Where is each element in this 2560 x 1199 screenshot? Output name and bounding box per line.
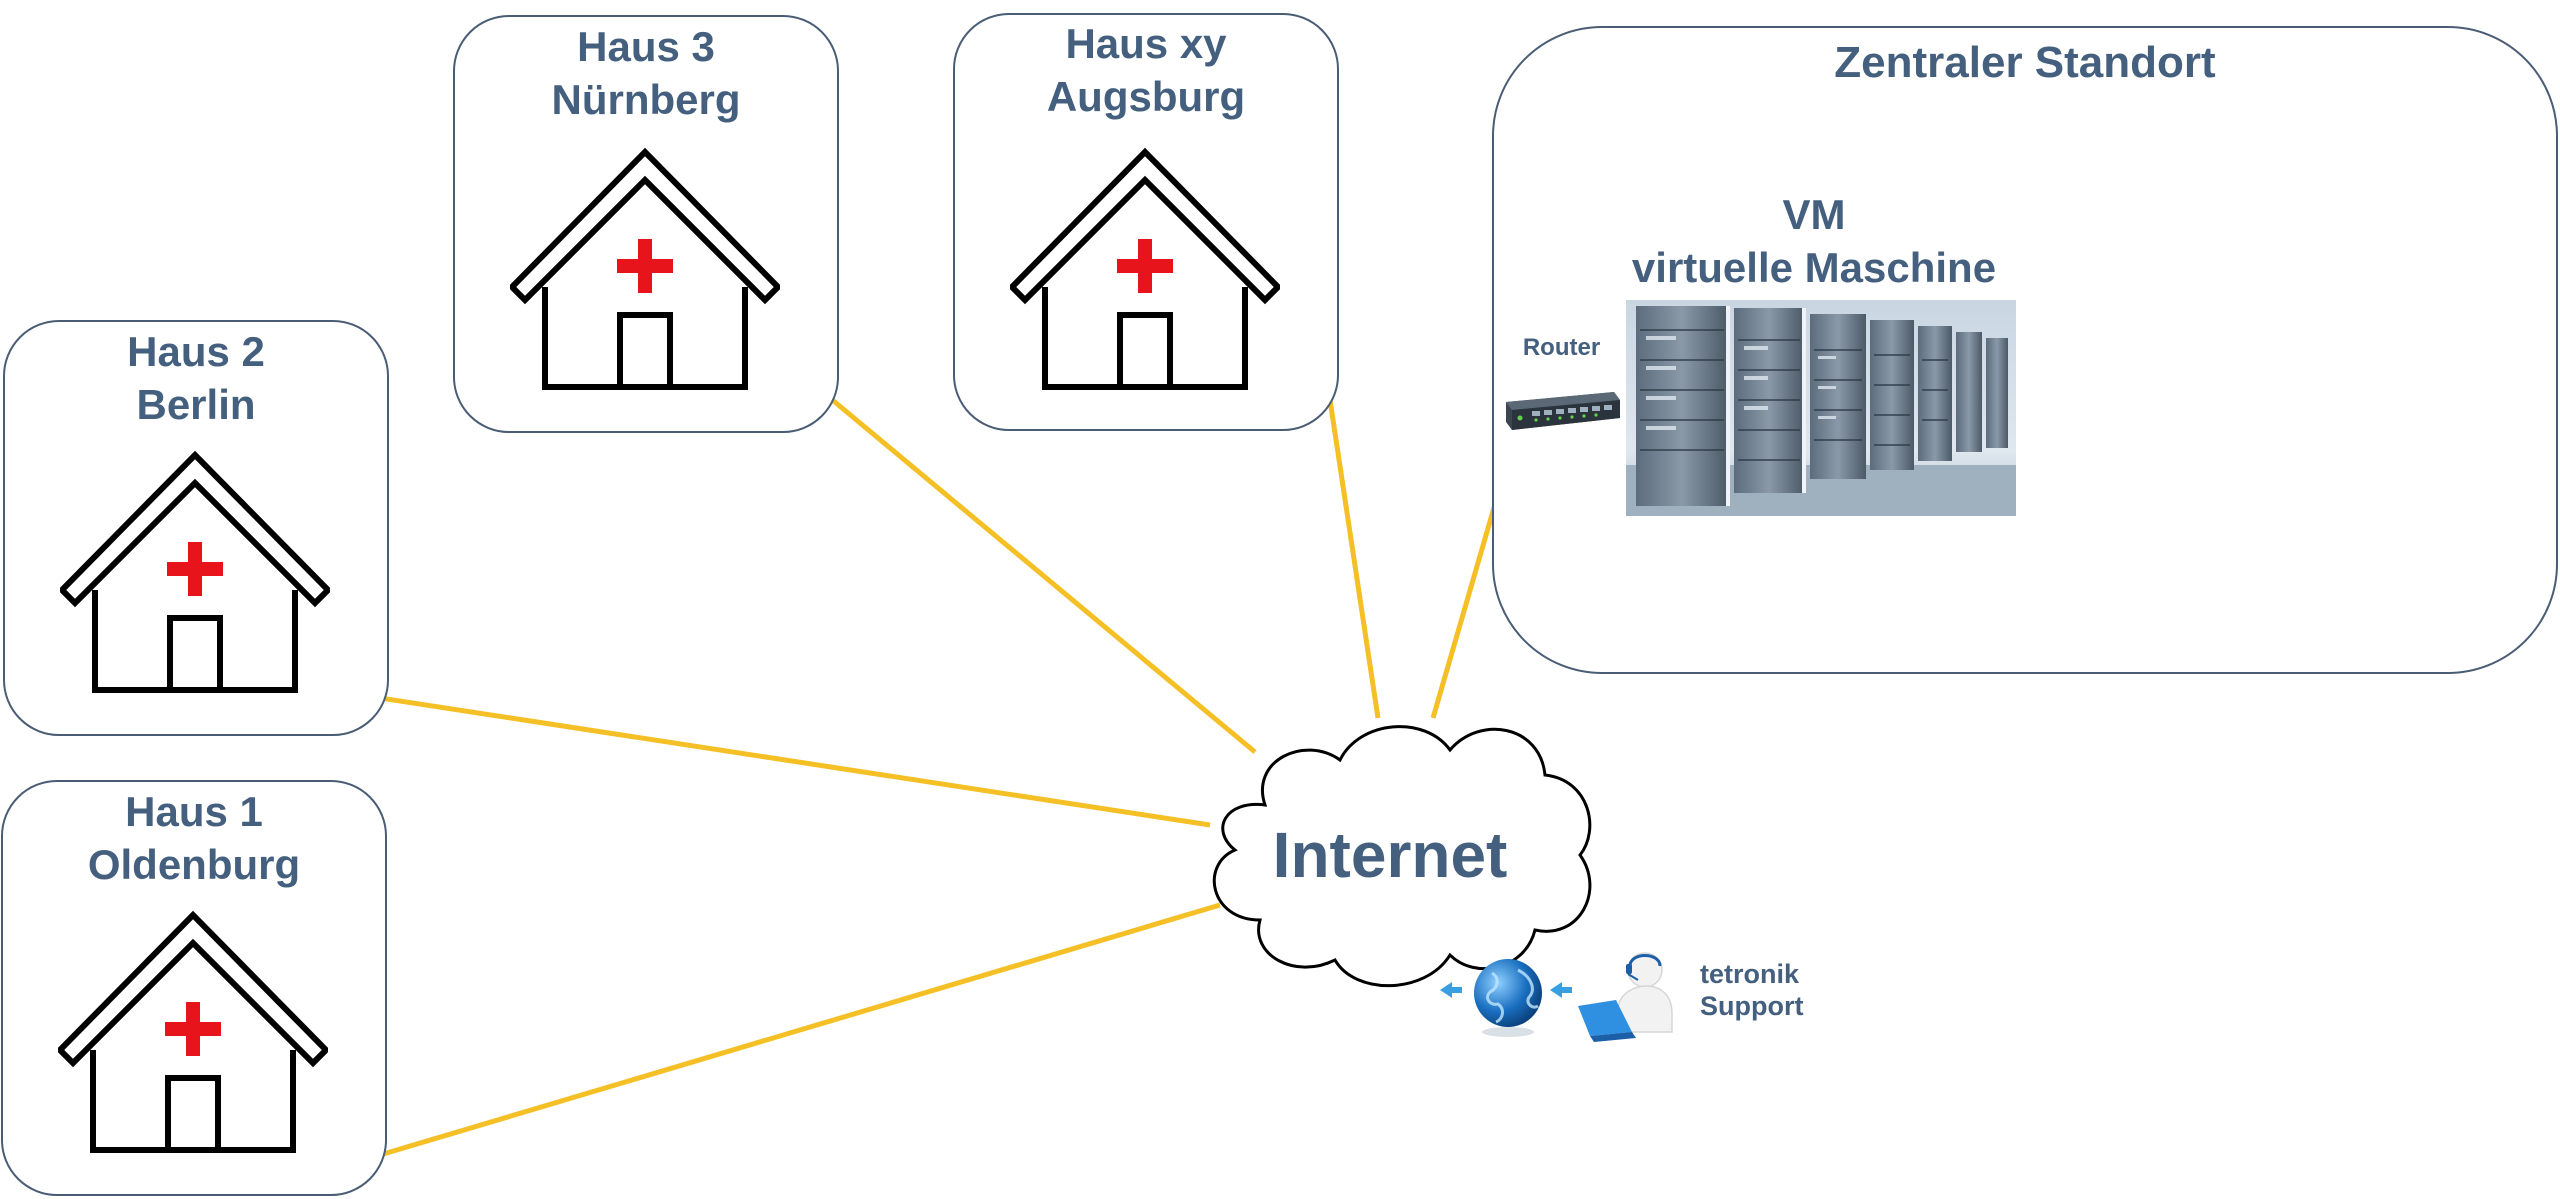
site-title-line2: Augsburg — [1046, 73, 1246, 120]
support-graphic — [1440, 952, 1673, 1042]
site-title-line1: Haus 3 — [577, 23, 715, 70]
site-title-line1: Haus 1 — [125, 788, 263, 835]
site-title-line1: Haus 2 — [127, 328, 265, 375]
vm-title-line2: virtuelle Maschine — [1631, 244, 1997, 291]
link-haus1-internet — [379, 902, 1221, 1158]
vm-title: VM virtuelle Maschine — [1614, 188, 2014, 294]
site-title: Haus 2 Berlin — [5, 325, 387, 431]
site-title-line2: Berlin — [136, 381, 256, 428]
hospital-house-icon — [510, 147, 780, 390]
arrow-left-icon — [1440, 982, 1462, 998]
site-title-line2: Oldenburg — [87, 841, 301, 888]
site-box-haus3: Haus 3 Nürnberg — [453, 15, 839, 433]
support-label-line1: tetronik — [1700, 959, 1800, 989]
link-haus2-internet — [379, 695, 1211, 828]
vm-title-line1: VM — [1782, 191, 1846, 238]
internet-label: Internet — [1272, 819, 1508, 891]
support-agent-icon — [1578, 952, 1673, 1042]
network-switch-icon — [1506, 392, 1620, 430]
link-haus3-internet — [828, 396, 1257, 754]
hospital-house-icon — [1010, 147, 1280, 390]
hospital-house-icon — [58, 910, 328, 1153]
site-box-haus2: Haus 2 Berlin — [3, 320, 389, 736]
router-label: Router — [1522, 334, 1601, 361]
site-title-line2: Nürnberg — [551, 76, 741, 123]
support-label: tetronik Support — [1700, 958, 1803, 1022]
internet-cloud-icon — [1212, 725, 1592, 988]
link-hausxy-internet — [1327, 399, 1381, 719]
site-title: Haus xy Augsburg — [955, 17, 1337, 123]
hospital-house-icon — [60, 450, 330, 693]
site-title: Haus 3 Nürnberg — [455, 20, 837, 126]
arrow-left-icon — [1550, 982, 1572, 998]
site-title-line1: Haus xy — [1065, 20, 1227, 67]
site-title: Haus 1 Oldenburg — [3, 785, 385, 891]
globe-icon — [1474, 959, 1542, 1037]
central-site-title: Zentraler Standort — [1834, 38, 2216, 87]
site-box-haus1: Haus 1 Oldenburg — [1, 780, 387, 1196]
central-site-box: Zentraler Standort VM virtuelle Maschine… — [1492, 26, 2558, 674]
site-box-hausxy: Haus xy Augsburg — [953, 13, 1339, 431]
server-rack-image — [1626, 300, 2016, 516]
support-label-line2: Support — [1700, 991, 1804, 1021]
